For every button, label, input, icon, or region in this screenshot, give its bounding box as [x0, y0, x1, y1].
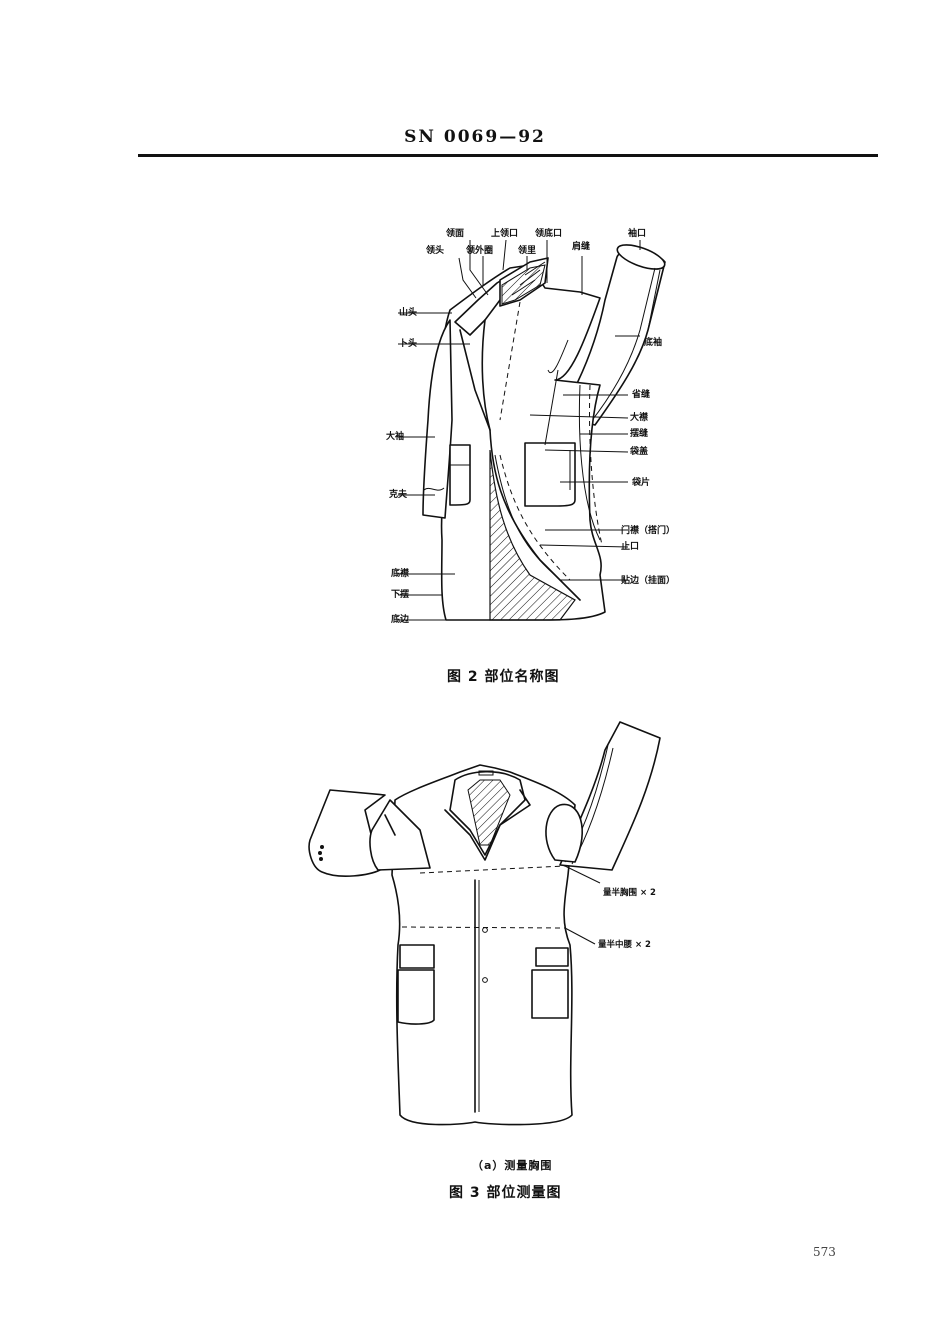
label-front-placket: 门襟（搭门） — [621, 526, 676, 536]
label-collar-tip: 领头 — [426, 246, 445, 256]
label-upper-lapel-point: 山头 — [399, 308, 418, 318]
label-upper-collar-edge: 上领口 — [491, 229, 519, 239]
label-bottom-edge: 底边 — [391, 615, 410, 625]
label-collar-outer-edge: 领外圈 — [466, 246, 494, 256]
standard-code: SN 0069—92 — [404, 127, 546, 147]
label-half-chest: 量半胸围 × 2 — [603, 888, 656, 898]
figure3-subcaption: （a）测量胸围 — [472, 1159, 553, 1172]
label-under-sleeve: 底袖 — [644, 338, 663, 348]
label-lower-lapel-point: 卜头 — [399, 339, 418, 349]
figure2-caption: 图 2 部位名称图 — [447, 669, 560, 685]
label-collar-lining: 领里 — [518, 246, 537, 256]
label-collar-base-edge: 领底口 — [535, 229, 563, 239]
label-pocket-flap: 袋盖 — [630, 447, 649, 457]
label-outer-front: 大襟 — [630, 413, 649, 423]
label-facing: 贴边（挂面） — [621, 576, 676, 586]
header-rule — [138, 154, 878, 157]
label-under-front: 底襟 — [391, 569, 410, 579]
label-lower-hem: 下摆 — [391, 590, 410, 600]
label-side-seam: 摆缝 — [630, 429, 649, 439]
label-half-waist: 量半中腰 × 2 — [598, 940, 651, 950]
label-upper-sleeve: 大袖 — [386, 432, 405, 442]
page-number: 573 — [813, 1245, 836, 1259]
label-cuff-opening: 袖口 — [628, 229, 647, 239]
label-pocket-piece: 袋片 — [632, 478, 651, 488]
figure3-caption: 图 3 部位测量图 — [449, 1185, 562, 1201]
label-dart-seam: 省缝 — [632, 390, 651, 400]
label-cuff: 克夫 — [389, 490, 408, 500]
label-stop-edge: 止口 — [621, 542, 640, 552]
label-shoulder-seam: 肩缝 — [572, 242, 591, 252]
label-collar-face: 领面 — [446, 229, 465, 239]
